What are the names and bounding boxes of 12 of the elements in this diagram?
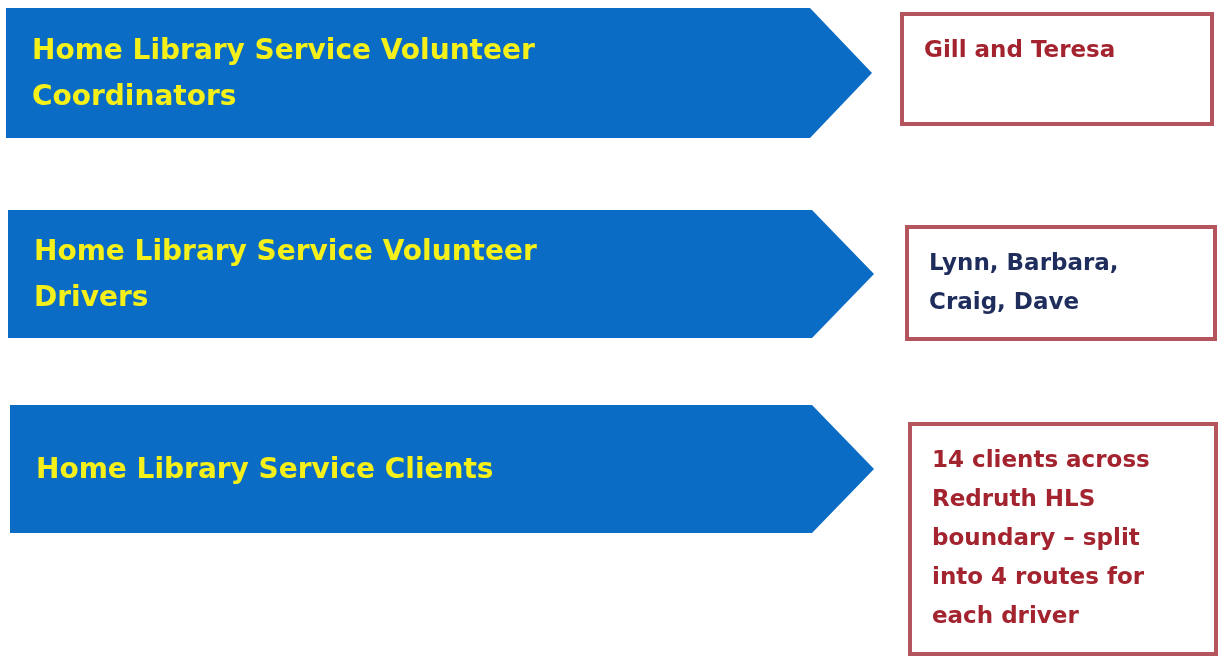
box-text: Gill and Teresa xyxy=(924,35,1117,64)
arrow-label: Home Library Service Volunteer Drivers xyxy=(34,233,538,315)
arrow-shape xyxy=(8,210,874,338)
name-box xyxy=(905,225,1217,341)
arrow-label: Home Library Service Volunteer Coordinators xyxy=(32,32,536,114)
arrow-shape xyxy=(6,8,872,138)
name-box xyxy=(900,12,1214,126)
arrow-shape xyxy=(10,405,874,533)
arrow-label: Home Library Service Clients xyxy=(36,451,495,487)
name-box xyxy=(908,422,1218,656)
box-text: Lynn, Barbara, Craig, Dave xyxy=(929,248,1120,316)
box-text: 14 clients across Redruth HLS boundary – split into 4 routes for each driver xyxy=(932,445,1151,630)
